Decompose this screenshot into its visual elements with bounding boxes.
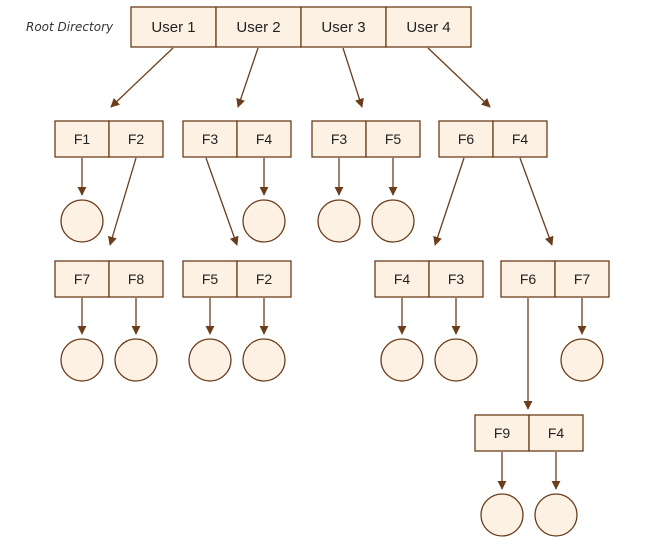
file-cell — [54, 260, 110, 298]
file-nodes — [60, 199, 604, 537]
directory-d7: F4 F3 — [374, 260, 484, 298]
user-4-cell — [385, 6, 472, 48]
file-node — [480, 493, 524, 537]
user-1-label: User 1 — [151, 19, 195, 36]
user-3-cell — [300, 6, 387, 48]
file-node — [60, 199, 104, 243]
file-node — [317, 199, 361, 243]
file-node — [534, 493, 578, 537]
arrow-user4-to-d4 — [427, 47, 491, 108]
file-label: F5 — [202, 271, 219, 287]
directory-d4: F6 F4 — [438, 120, 548, 158]
file-cell — [374, 260, 430, 298]
arrow-f3-to-d6 — [205, 157, 239, 246]
file-label: F3 — [202, 131, 219, 147]
directory-d8: F6 F7 — [500, 260, 610, 298]
file-cell — [236, 120, 292, 158]
directory-d9: F9 F4 — [474, 414, 584, 452]
file-label: F6 — [520, 271, 537, 287]
arrow-user3-to-d3 — [342, 47, 364, 108]
file-label: F4 — [548, 425, 565, 441]
file-label: F2 — [128, 131, 145, 147]
arrow-f4b-to-d8 — [519, 157, 554, 246]
user-2-label: User 2 — [236, 19, 280, 36]
user-1-cell — [130, 6, 217, 48]
arrow-f2-to-d5 — [107, 157, 137, 246]
directory-d1: F1 F2 — [54, 120, 164, 158]
file-node — [114, 338, 158, 382]
file-cell — [528, 414, 584, 452]
file-label: F7 — [574, 271, 591, 287]
file-node — [60, 338, 104, 382]
user-3-label: User 3 — [321, 19, 365, 36]
file-label: F7 — [74, 271, 91, 287]
file-node — [242, 199, 286, 243]
file-cell — [428, 260, 484, 298]
directory-d3: F3 F5 — [311, 120, 421, 158]
file-label: F1 — [74, 131, 91, 147]
user-2-cell — [215, 6, 302, 48]
file-cell — [108, 260, 164, 298]
file-node — [560, 338, 604, 382]
file-label: F2 — [256, 271, 273, 287]
file-cell — [500, 260, 556, 298]
file-cell — [554, 260, 610, 298]
file-cell — [492, 120, 548, 158]
file-cell — [311, 120, 367, 158]
arrow-user2-to-d2 — [236, 47, 259, 108]
arrow-user1-to-d1 — [110, 47, 174, 108]
file-node — [380, 338, 424, 382]
file-label: F3 — [331, 131, 348, 147]
file-node — [371, 199, 415, 243]
file-cell — [236, 260, 292, 298]
file-label: F3 — [448, 271, 465, 287]
directory-d2: F3 F4 — [182, 120, 292, 158]
file-cell — [474, 414, 530, 452]
file-label: F6 — [458, 131, 475, 147]
file-node — [434, 338, 478, 382]
file-label: F4 — [512, 131, 529, 147]
file-label: F8 — [128, 271, 145, 287]
directory-d5: F7 F8 — [54, 260, 164, 298]
file-cell — [182, 120, 238, 158]
directory-d6: F5 F2 — [182, 260, 292, 298]
user-4-label: User 4 — [406, 19, 450, 36]
file-node — [242, 338, 286, 382]
file-label: F9 — [494, 425, 511, 441]
file-label: F4 — [394, 271, 411, 287]
file-node — [188, 338, 232, 382]
file-cell — [365, 120, 421, 158]
file-cell — [108, 120, 164, 158]
root-directory-label: Root Directory — [26, 20, 114, 34]
arrows — [77, 47, 587, 490]
file-label: F4 — [256, 131, 273, 147]
file-label: F5 — [385, 131, 402, 147]
arrow-f6-to-d7 — [433, 157, 465, 246]
file-cell — [54, 120, 110, 158]
root-user-row: User 1 User 2 User 3 User 4 — [130, 6, 472, 48]
